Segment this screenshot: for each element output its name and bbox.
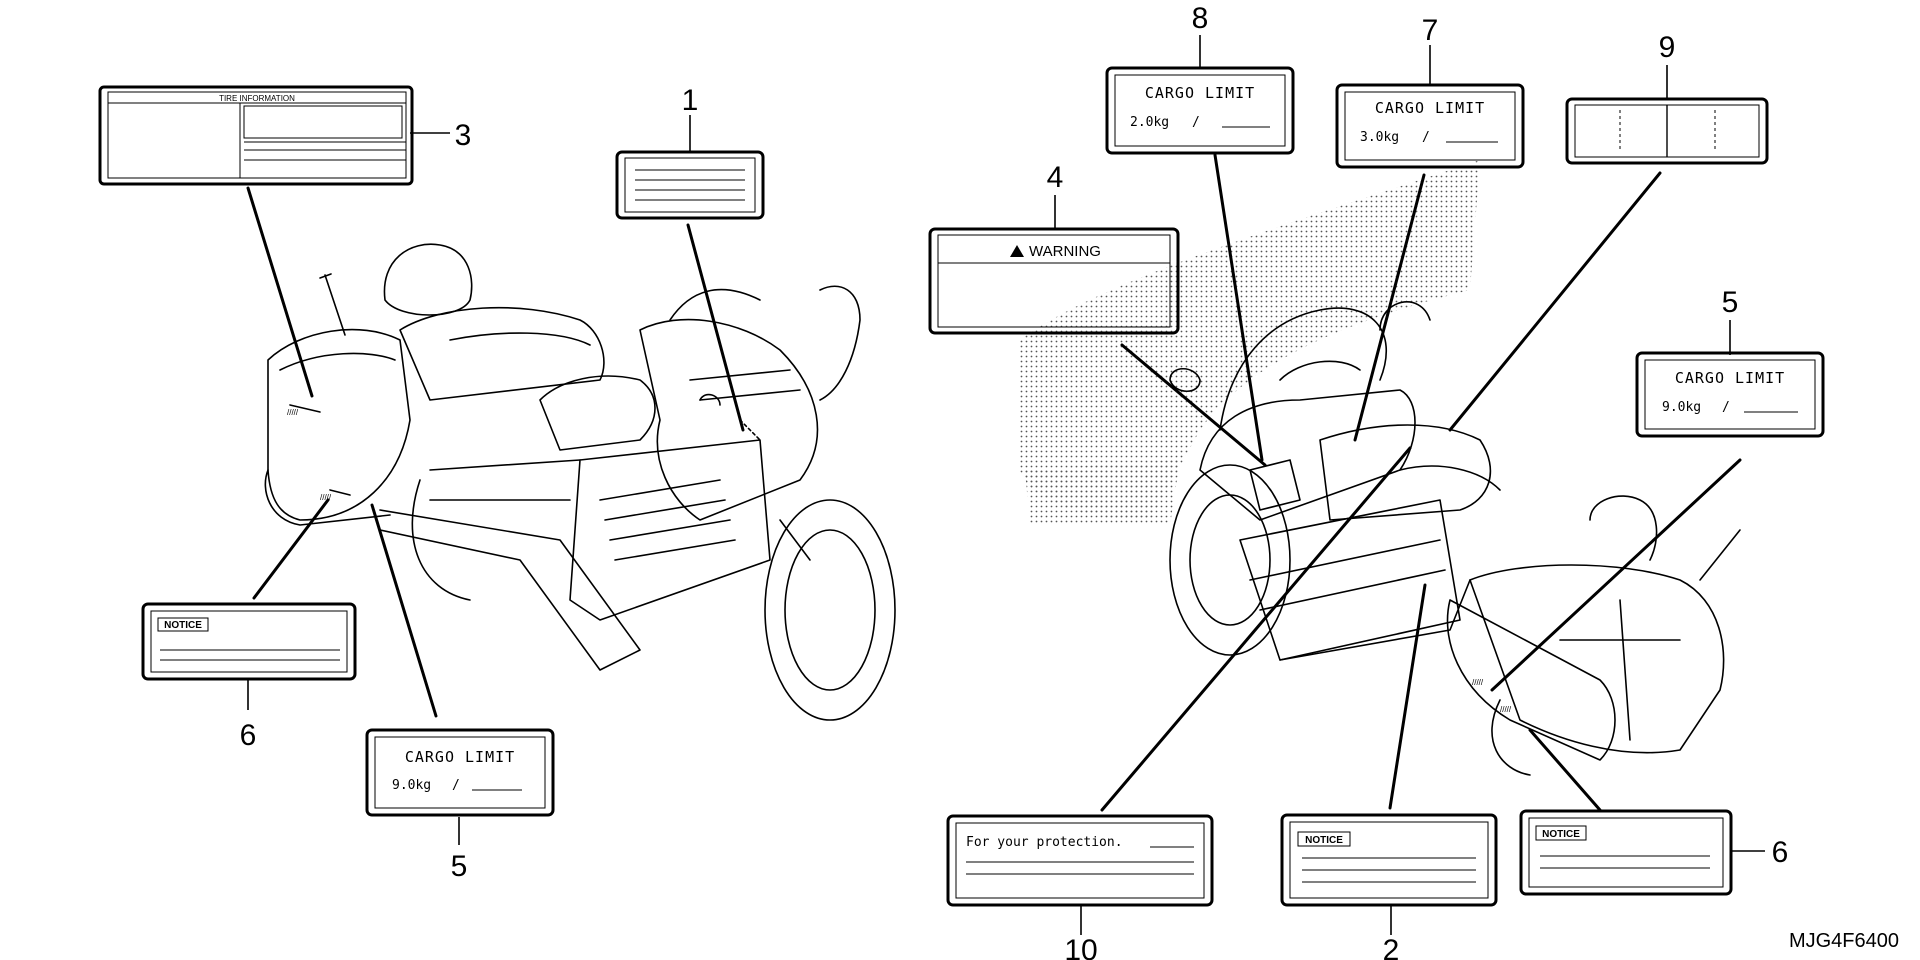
sticker-mark-left-trunk: ///// — [287, 408, 299, 417]
leader-lines — [246, 153, 1742, 812]
callout-numbers: 1 3 6 5 8 7 9 4 5 10 2 6 — [240, 2, 1789, 960]
notice-tag-left: NOTICE — [164, 620, 202, 631]
label-1-info — [615, 150, 765, 220]
callout-5-right: 5 — [1722, 286, 1739, 319]
warning-triangle-icon — [1010, 245, 1024, 257]
callout-2: 2 — [1383, 934, 1400, 960]
callout-ticks — [247, 35, 1765, 935]
reference-code: MJG4F6400 — [1789, 930, 1899, 952]
cargo-limit-title-left: CARGO LIMIT — [405, 748, 515, 766]
label-9-panel — [1565, 97, 1769, 165]
cargo-limit-title-8: CARGO LIMIT — [1145, 84, 1255, 102]
sticker-mark-left-bag: ///// — [320, 493, 332, 502]
cargo-slash-right: / — [1722, 400, 1730, 415]
notice-tag-2: NOTICE — [1305, 835, 1343, 846]
label-4-warning: WARNING — [928, 227, 1180, 335]
notice-tag-right: NOTICE — [1542, 829, 1580, 840]
label-8-cargo-limit: CARGO LIMIT 2.0kg / — [1105, 66, 1295, 155]
callout-7: 7 — [1422, 14, 1439, 47]
callout-8: 8 — [1192, 2, 1209, 35]
label-5-cargo-limit-right: CARGO LIMIT 9.0kg / — [1635, 351, 1825, 438]
label-7-cargo-limit: CARGO LIMIT 3.0kg / — [1335, 83, 1525, 169]
label-10-protection: For your protection. — [946, 814, 1214, 907]
tire-info-title: TIRE INFORMATION — [219, 94, 295, 103]
cargo-limit-title-7: CARGO LIMIT — [1375, 99, 1485, 117]
callout-4: 4 — [1047, 161, 1064, 194]
cargo-slash-left: / — [452, 778, 460, 793]
stipple-shading-lower — [1025, 460, 1180, 525]
sticker-mark-right-trunk: ///// — [1500, 705, 1512, 714]
callout-1: 1 — [682, 84, 699, 117]
cargo-slash-7: / — [1422, 130, 1430, 145]
callout-6-right: 6 — [1772, 836, 1789, 869]
cargo-value-left: 9.0kg — [392, 778, 431, 793]
callout-3: 3 — [455, 119, 472, 152]
motorcycle-right-illustration — [1169, 301, 1741, 776]
cargo-limit-title-right: CARGO LIMIT — [1675, 369, 1785, 387]
sticker-mark-right-bag: ///// — [1472, 678, 1484, 687]
label-5-cargo-limit-left: CARGO LIMIT 9.0kg / — [365, 728, 555, 817]
callout-10: 10 — [1064, 934, 1097, 960]
label-6-notice-right: NOTICE — [1519, 809, 1733, 896]
cargo-value-right: 9.0kg — [1662, 400, 1701, 415]
cargo-slash-8: / — [1192, 115, 1200, 130]
stipple-shading — [1020, 160, 1480, 520]
cargo-value-7: 3.0kg — [1360, 130, 1399, 145]
protection-text: For your protection. — [966, 835, 1123, 850]
label-6-notice-left: NOTICE — [141, 602, 357, 681]
cargo-value-8: 2.0kg — [1130, 115, 1169, 130]
label-2-notice: NOTICE — [1280, 813, 1498, 907]
label-3-tire-information: TIRE INFORMATION — [98, 85, 414, 186]
warning-text: WARNING — [1029, 243, 1101, 260]
callout-5-left: 5 — [451, 850, 468, 883]
callout-9: 9 — [1659, 31, 1676, 64]
callout-6-left: 6 — [240, 719, 257, 752]
motorcycle-left-illustration — [264, 243, 896, 721]
